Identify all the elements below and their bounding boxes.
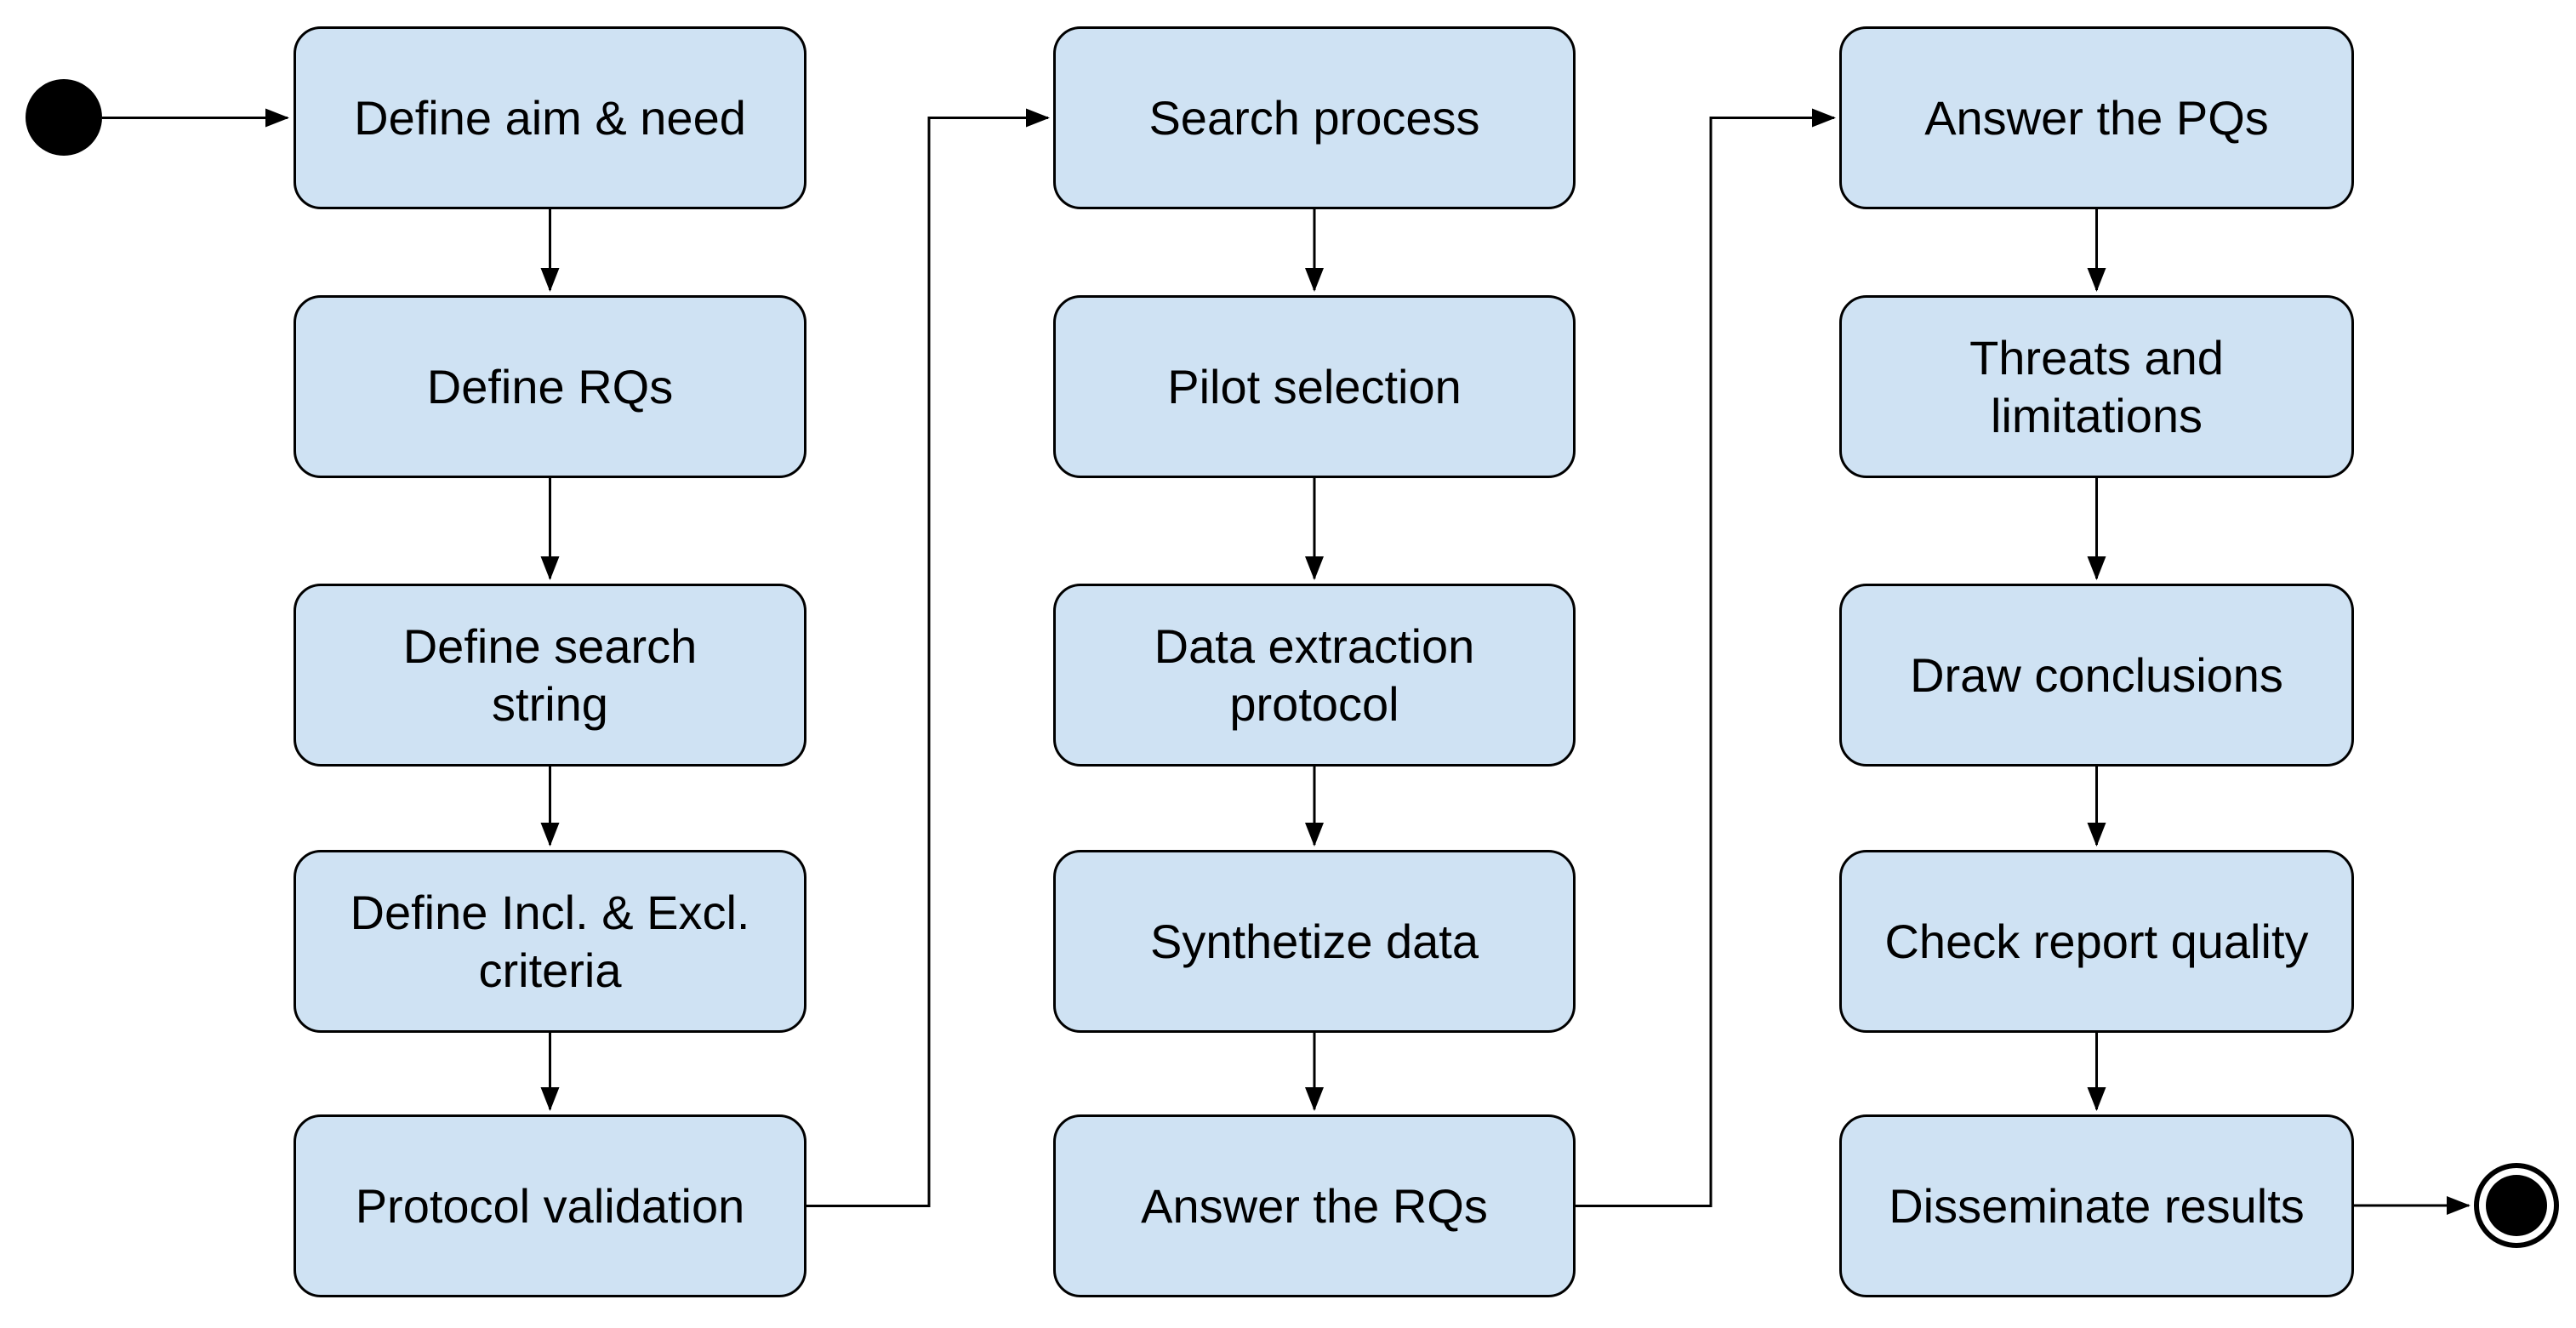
node-synthetize-data: Synthetize data bbox=[1053, 850, 1576, 1033]
node-label: Check report quality bbox=[1884, 914, 2309, 968]
node-draw-conclusions: Draw conclusions bbox=[1839, 584, 2354, 767]
edge-answer-rqs-to-answer-pqs bbox=[1576, 108, 1836, 1207]
node-label: Disseminate results bbox=[1889, 1178, 2305, 1233]
node-label: Search process bbox=[1148, 90, 1480, 145]
node-label: Draw conclusions bbox=[1910, 647, 2283, 702]
node-define-incl-excl-criteria: Define Incl. & Excl. criteria bbox=[294, 850, 806, 1033]
end-node bbox=[2474, 1163, 2559, 1248]
node-label: Define search string bbox=[402, 619, 698, 731]
node-label: Synthetize data bbox=[1149, 914, 1479, 968]
node-label: Define RQs bbox=[426, 359, 674, 413]
node-answer-the-rqs: Answer the RQs bbox=[1053, 1114, 1576, 1297]
node-label: Pilot selection bbox=[1167, 359, 1462, 413]
node-data-extraction-protocol: Data extraction protocol bbox=[1053, 584, 1576, 767]
node-label: Answer the PQs bbox=[1924, 90, 2269, 145]
node-label: Data extraction protocol bbox=[1154, 619, 1475, 731]
node-label: Protocol validation bbox=[355, 1178, 745, 1233]
node-pilot-selection: Pilot selection bbox=[1053, 295, 1576, 478]
node-label: Threats and limitations bbox=[1969, 331, 2224, 442]
node-label: Define aim & need bbox=[354, 90, 746, 145]
node-define-aim-need: Define aim & need bbox=[294, 26, 806, 209]
start-node bbox=[26, 79, 102, 156]
end-node-inner-circle bbox=[2486, 1175, 2547, 1236]
node-label: Answer the RQs bbox=[1141, 1178, 1488, 1233]
node-disseminate-results: Disseminate results bbox=[1839, 1114, 2354, 1297]
node-label: Define Incl. & Excl. criteria bbox=[350, 886, 750, 997]
node-search-process: Search process bbox=[1053, 26, 1576, 209]
node-check-report-quality: Check report quality bbox=[1839, 850, 2354, 1033]
node-define-rqs: Define RQs bbox=[294, 295, 806, 478]
node-answer-the-pqs: Answer the PQs bbox=[1839, 26, 2354, 209]
edge-protocol-validation-to-search-process bbox=[806, 108, 1050, 1207]
node-define-search-string: Define search string bbox=[294, 584, 806, 767]
node-threats-and-limitations: Threats and limitations bbox=[1839, 295, 2354, 478]
node-protocol-validation: Protocol validation bbox=[294, 1114, 806, 1297]
